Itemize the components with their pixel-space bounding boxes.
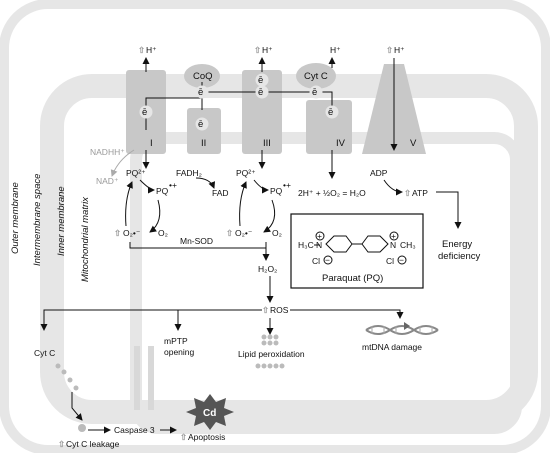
svg-text:O₂•⁻: O₂•⁻	[235, 228, 253, 238]
svg-text:IV: IV	[336, 138, 346, 149]
svg-text:2H⁺ + ½O₂ = H₂O: 2H⁺ + ½O₂ = H₂O	[298, 188, 366, 198]
matrix-label: Mitochondrial matrix	[80, 196, 91, 282]
lipid-droplets-icon	[255, 334, 285, 369]
svg-text:II: II	[201, 138, 206, 149]
svg-text:H⁺: H⁺	[146, 45, 157, 55]
svg-text:⇧: ⇧	[138, 45, 145, 55]
cytc-dots	[55, 363, 86, 432]
svg-text:+: +	[391, 231, 396, 241]
electron-markers: ē ē ē ē ē ē ē	[139, 73, 339, 131]
coq: CoQ	[184, 64, 220, 88]
svg-text:ē: ē	[328, 107, 333, 118]
svg-text:⇧: ⇧	[386, 45, 393, 55]
svg-text:ē: ē	[312, 87, 317, 98]
svg-text:NADHH⁺: NADHH⁺	[90, 147, 125, 157]
svg-text:⇧: ⇧	[254, 45, 261, 55]
svg-text:Paraquat (PQ): Paraquat (PQ)	[322, 273, 383, 284]
svg-text:FADH₂: FADH₂	[176, 168, 202, 178]
ros-node: ⇧ ROS	[40, 305, 404, 335]
svg-text:N: N	[390, 240, 396, 250]
svg-text:⇧: ⇧	[114, 228, 121, 238]
svg-text:ē: ē	[258, 87, 263, 98]
svg-text:I: I	[150, 138, 153, 149]
inner-membrane-label: Inner membrane	[56, 186, 67, 256]
svg-text:ē: ē	[258, 75, 263, 86]
svg-text:H⁺: H⁺	[330, 45, 341, 55]
complex-V-atp: ADP ⇧ ATP Energy deficiency	[370, 168, 480, 262]
proton-pumps: ⇧ H⁺ ⇧ H⁺ H⁺ ⇧ H⁺	[138, 45, 405, 151]
complex-II: II	[187, 108, 221, 154]
svg-text:⇧: ⇧	[262, 305, 269, 315]
svg-text:PQ: PQ	[156, 186, 169, 196]
complex-III: III	[242, 70, 282, 154]
mptp-label: mPTP	[164, 336, 188, 346]
mptp-label-2: opening	[164, 347, 195, 357]
caspase-label: Caspase 3	[114, 425, 155, 435]
leakage-label: Cyt C leakage	[66, 439, 120, 449]
svg-text:ē: ē	[198, 87, 203, 98]
svg-text:H₂O₂: H₂O₂	[258, 264, 277, 274]
svg-text:Energy: Energy	[442, 239, 472, 250]
svg-text:V: V	[410, 138, 417, 149]
svg-text:Cl: Cl	[312, 256, 320, 266]
svg-text:O₂•⁻: O₂•⁻	[123, 228, 141, 238]
svg-text:O₂: O₂	[158, 228, 168, 238]
cadmium-star-icon: Cd	[186, 394, 234, 430]
lipid-label: Lipid peroxidation	[238, 349, 305, 359]
svg-text:PQ²⁺: PQ²⁺	[236, 168, 256, 178]
svg-text:Cyt C: Cyt C	[304, 71, 328, 82]
svg-text:•+: •+	[169, 180, 177, 190]
svg-text:Cd: Cd	[203, 408, 216, 419]
svg-text:Cl: Cl	[386, 256, 394, 266]
svg-text:⇧: ⇧	[404, 188, 411, 198]
svg-text:⇧: ⇧	[58, 439, 65, 449]
complex-IV: IV	[306, 100, 352, 154]
dna-helix-icon	[365, 322, 439, 335]
svg-text:H⁺: H⁺	[262, 45, 273, 55]
svg-text:ADP: ADP	[370, 168, 388, 178]
svg-text:ē: ē	[142, 107, 147, 118]
mptp-channel	[134, 346, 154, 410]
svg-text:III: III	[263, 138, 271, 149]
complex-I-redox: PQ²⁺ PQ •+ ⇧ O₂•⁻ O₂	[114, 150, 177, 238]
svg-text:−: −	[325, 255, 330, 265]
svg-text:ē: ē	[198, 119, 203, 130]
svg-text:ATP: ATP	[412, 188, 428, 198]
svg-text:PQ: PQ	[270, 186, 283, 196]
svg-text:NAD⁺: NAD⁺	[96, 176, 119, 186]
svg-text:FAD: FAD	[212, 188, 229, 198]
cytc-carrier: Cyt C	[296, 63, 336, 89]
intermembrane-label: Intermembrane space	[32, 174, 43, 266]
svg-text:H₃C: H₃C	[298, 240, 314, 250]
nadh-group: NADHH⁺ NAD⁺	[90, 147, 135, 186]
svg-text:⇧: ⇧	[226, 228, 233, 238]
paraquat-box: H₃C N + N + CH₃ Cl − Cl − Paraquat (PQ)	[290, 213, 424, 289]
outer-membrane-label: Outer membrane	[10, 182, 21, 254]
svg-text:−: −	[399, 255, 404, 265]
complex-III-redox: PQ²⁺ PQ •+ ⇧ O₂•⁻ O₂	[226, 150, 291, 238]
svg-text:CoQ: CoQ	[193, 71, 213, 82]
sod-pathway: Mn-SOD H₂O₂	[129, 236, 277, 303]
svg-text:deficiency: deficiency	[438, 251, 480, 262]
svg-text:ROS: ROS	[270, 305, 289, 315]
svg-text:CH₃: CH₃	[400, 240, 416, 250]
complex-II-redox: FADH₂ FAD	[176, 168, 229, 198]
svg-text:•+: •+	[283, 180, 291, 190]
svg-text:PQ²⁺: PQ²⁺	[126, 168, 146, 178]
complex-IV-water: 2H⁺ + ½O₂ = H₂O	[298, 150, 366, 198]
svg-text:+: +	[317, 231, 322, 241]
svg-text:⇧: ⇧	[180, 432, 187, 442]
svg-text:O₂: O₂	[272, 228, 282, 238]
apoptosis-label: Apoptosis	[188, 432, 225, 442]
cytc-matrix-label: Cyt C	[34, 348, 55, 358]
mtdna-label: mtDNA damage	[362, 342, 422, 352]
svg-text:H⁺: H⁺	[394, 45, 405, 55]
svg-text:Mn-SOD: Mn-SOD	[180, 236, 213, 246]
